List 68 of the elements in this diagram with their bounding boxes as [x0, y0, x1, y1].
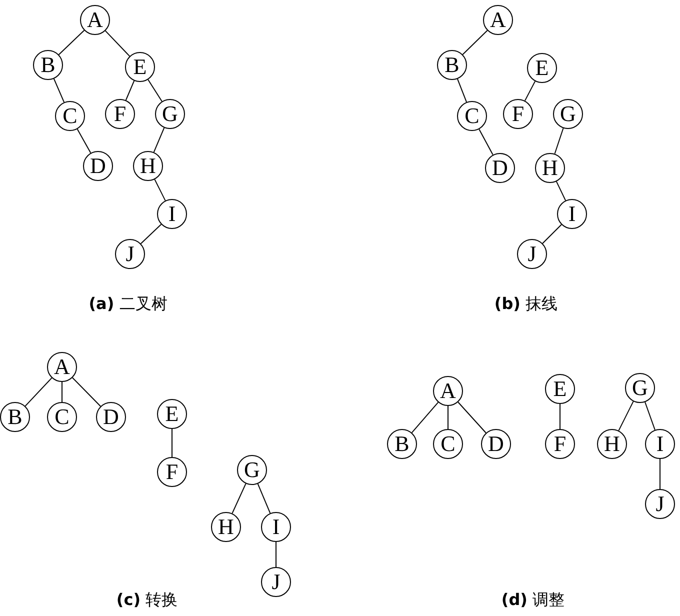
tree-node-circle: D — [83, 151, 113, 181]
tree-node-circle: G — [553, 99, 583, 129]
tree-node-circle: I — [645, 429, 675, 459]
tree-node-circle: J — [261, 567, 291, 597]
tree-node-circle: G — [625, 373, 655, 403]
tree-edge — [458, 402, 486, 434]
tree-edge — [154, 178, 166, 202]
tree-edge — [104, 30, 130, 57]
tree-edge — [524, 80, 536, 102]
tree-node-circle: F — [157, 457, 187, 487]
tree-edge — [140, 224, 162, 244]
tree-node-circle: J — [115, 239, 145, 269]
tree-edge — [542, 224, 562, 244]
tree-node-circle: H — [535, 153, 565, 183]
tree-edge — [232, 483, 246, 514]
tree-node-circle: A — [47, 352, 77, 382]
tree-node-circle: J — [645, 489, 675, 519]
tree-node-circle: H — [597, 429, 627, 459]
tree-node-circle: B — [33, 50, 63, 80]
tree-node-circle: D — [481, 429, 511, 459]
tree-node-circle: D — [96, 402, 126, 432]
tree-node-circle: I — [261, 512, 291, 542]
tree-edge — [72, 377, 101, 407]
tree-node-circle: C — [55, 101, 85, 131]
tree-edge — [411, 402, 439, 434]
tree-node-circle: G — [155, 99, 185, 129]
tree-edge — [462, 30, 488, 55]
tree-node-circle: B — [0, 402, 30, 432]
figure-caption: (b) 抹线 — [494, 294, 558, 315]
figure-caption: (c) 转换 — [116, 590, 178, 611]
tree-edge — [53, 78, 65, 103]
figure-caption: (d) 调整 — [501, 590, 565, 611]
tree-edge — [456, 78, 468, 103]
tree-edge — [257, 483, 271, 514]
tree-node-circle: F — [503, 99, 533, 129]
tree-node-circle: F — [545, 429, 575, 459]
tree-node-circle: E — [545, 374, 575, 404]
tree-edge — [125, 80, 135, 101]
figure-caption: (a) 二叉树 — [88, 294, 168, 315]
tree-edge — [148, 79, 162, 102]
tree-node-circle: A — [483, 5, 513, 35]
tree-node-circle: C — [433, 429, 463, 459]
tree-node-circle: I — [157, 199, 187, 229]
tree-node-circle: I — [557, 199, 587, 229]
tree-edge — [556, 181, 566, 201]
tree-node-circle: C — [47, 402, 77, 432]
tree-node-circle: J — [517, 239, 547, 269]
tree-node-circle: B — [437, 50, 467, 80]
tree-node-circle: G — [237, 455, 267, 485]
tree-edge — [76, 128, 92, 154]
tree-node-circle: E — [125, 52, 155, 82]
tree-node-circle: C — [457, 101, 487, 131]
tree-edge — [618, 400, 634, 432]
tree-edge — [153, 127, 165, 153]
tree-edge — [24, 377, 52, 407]
tree-node-circle: A — [433, 376, 463, 406]
tree-edge — [644, 402, 656, 430]
tree-edge — [58, 30, 85, 56]
tree-node-circle: E — [527, 53, 557, 83]
tree-node-circle: F — [105, 99, 135, 129]
tree-node-circle: H — [133, 151, 163, 181]
tree-node-circle: E — [157, 399, 187, 429]
tree-edge — [554, 128, 564, 154]
tree-node-circle: B — [387, 429, 417, 459]
tree-node-circle: D — [485, 153, 515, 183]
tree-node-circle: H — [211, 512, 241, 542]
tree-edge — [478, 128, 494, 156]
tree-node-circle: A — [80, 5, 110, 35]
